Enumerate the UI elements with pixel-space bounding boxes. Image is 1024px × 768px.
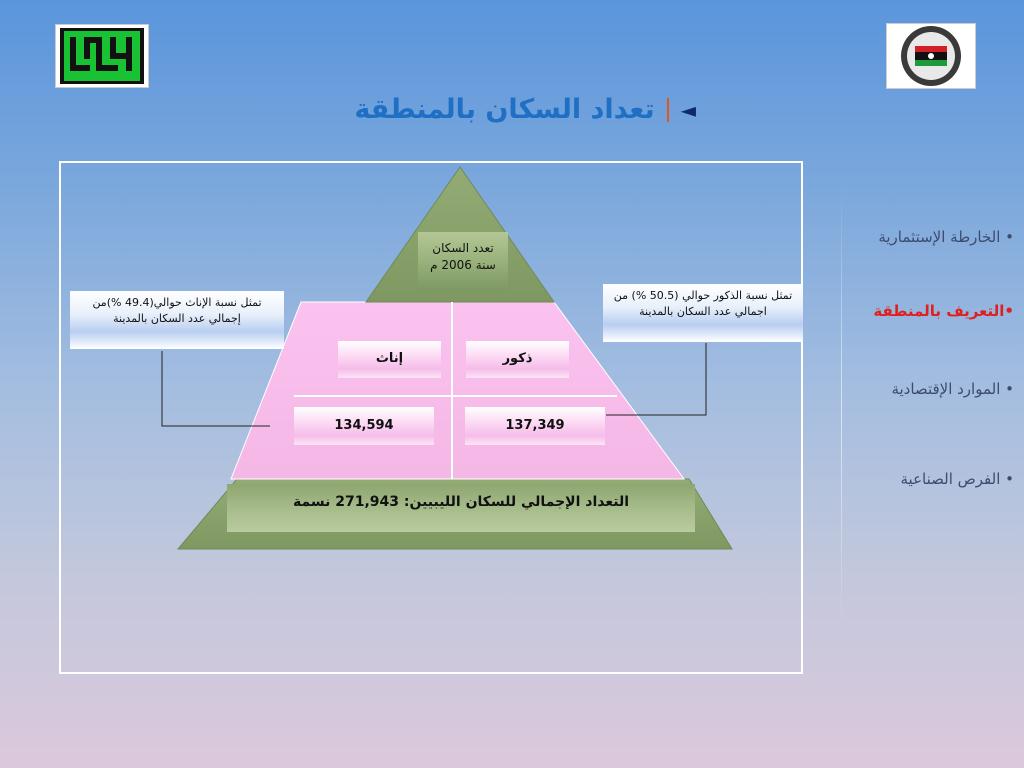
sidebar-divider — [841, 186, 842, 640]
male-value: 137,349 — [465, 407, 605, 445]
ministry-emblem-icon — [886, 23, 976, 89]
nav-item-industrial-opportunities[interactable]: • الفرص الصناعية — [900, 470, 1014, 488]
nav-item-region-intro[interactable]: •التعريف بالمنطقة — [873, 302, 1014, 320]
top-label-line2: سنة 2006 م — [430, 258, 496, 273]
nav-item-investment-map[interactable]: • الخارطة الإستثمارية — [878, 228, 1014, 246]
nav-item-economic-resources[interactable]: • الموارد الإقتصادية — [891, 380, 1014, 398]
arrow-left-icon: ◄ — [680, 97, 696, 122]
female-label: إناث — [338, 341, 441, 378]
female-value: 134,594 — [294, 407, 434, 445]
title-accent-bar — [666, 97, 669, 122]
male-callout: تمثل نسبة الذكور حوالي (50.5 %) من اجمال… — [603, 284, 803, 342]
top-label-line1: تعدد السكان — [432, 241, 494, 255]
slide-title: ◄ تعداد السكان بالمنطقة — [354, 94, 696, 125]
kufic-logo-icon — [55, 24, 149, 88]
total-population-bar: التعداد الإجمالي للسكان الليبيين: 271,94… — [227, 484, 695, 532]
female-callout: تمثل نسبة الإناث حوالي(49.4 %)من إجمالي … — [70, 291, 284, 349]
pyramid-top-label: تعدد السكان سنة 2006 م — [418, 232, 508, 290]
male-label: ذكور — [466, 341, 569, 378]
pyramid-frame: تعدد السكان سنة 2006 م ذكور إناث 137,349… — [59, 161, 803, 674]
title-text: تعداد السكان بالمنطقة — [354, 94, 655, 125]
